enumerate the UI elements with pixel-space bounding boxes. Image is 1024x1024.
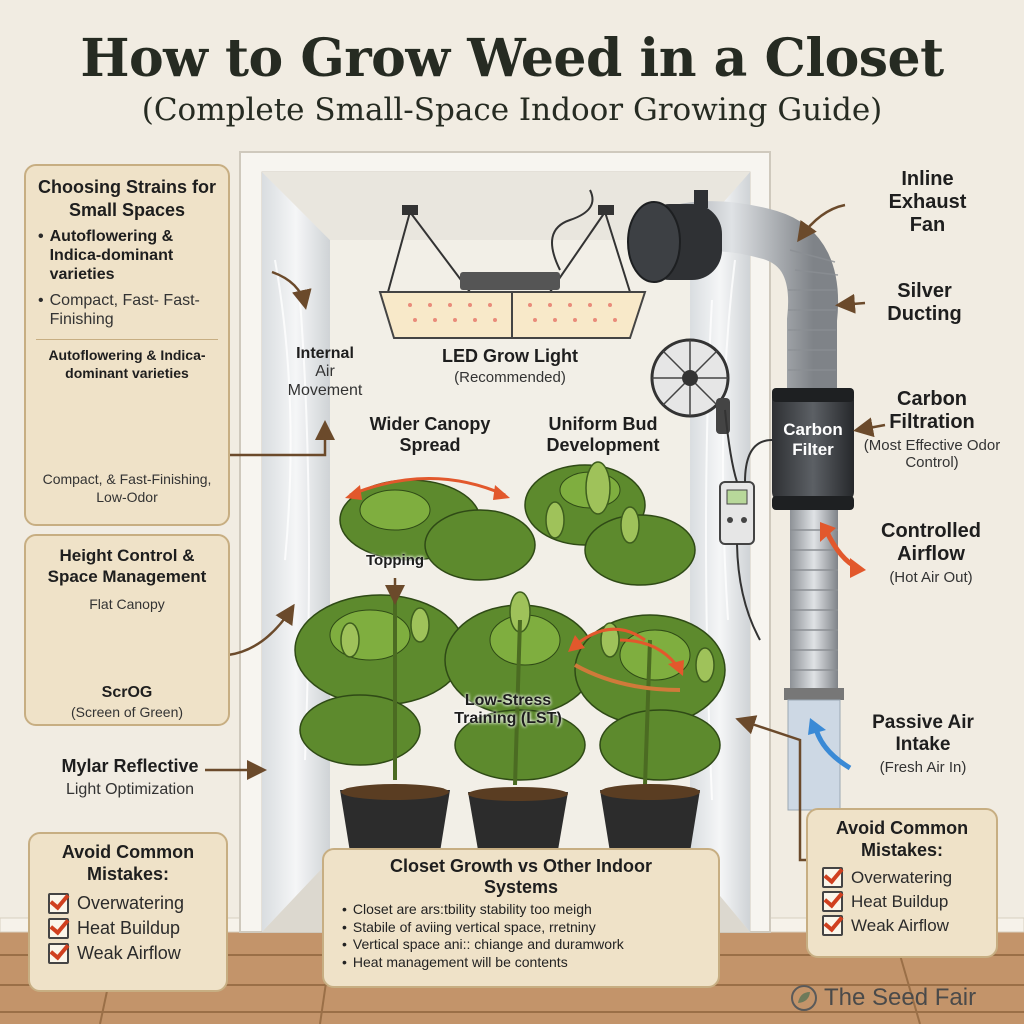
comparison-item: •Closet are ars:tbility stability too me… (342, 901, 592, 918)
airflow-sub: (Hot Air Out) (889, 569, 973, 586)
topping-label: Topping (365, 552, 425, 569)
strains-bullet-1: Autoflowering & Indica-dominant varietie… (49, 228, 174, 284)
check-icon (822, 867, 843, 889)
right-mistake-item: Heat Buildup (822, 891, 982, 913)
airflow-title: Controlled Airflow (881, 520, 981, 565)
page-subtitle: (Complete Small-Space Indoor Growing Gui… (141, 92, 883, 128)
comparison-panel: Closet Growth vs Other Indoor Systems •C… (322, 848, 720, 988)
scrog-label: ScrOG (101, 684, 153, 701)
mylar-title: Mylar Reflective (61, 756, 199, 776)
intake-sub: (Fresh Air In) (879, 758, 967, 776)
leaf-icon (791, 985, 817, 1011)
height-control-title: Height Control & Space Management (47, 546, 207, 587)
right-mistake-item: Weak Airflow (822, 915, 982, 937)
carbon-callout: Carbon Filtration (Most Effective Odor C… (862, 388, 1002, 472)
mylar-callout: Mylar Reflective Light Optimization (30, 756, 230, 799)
carbon-sub: (Most Effective Odor Control) (863, 437, 1001, 472)
intake-callout: Passive Air Intake (Fresh Air In) (858, 712, 988, 776)
check-icon (822, 891, 843, 913)
check-icon (822, 915, 843, 937)
ducting-label: Silver Ducting (887, 280, 962, 325)
check-icon (48, 893, 69, 915)
flat-canopy-label: Flat Canopy (89, 595, 165, 612)
strains-bullets: •Autoflowering & Indica-dominant varieti… (26, 225, 228, 331)
inline-fan-label: Inline Exhaust Fan (888, 168, 967, 236)
scrog-sublabel: (Screen of Green) (70, 704, 184, 720)
lst-label: Low-Stress Training (LST) (454, 692, 562, 728)
comparison-item: •Stabile of aviing vertical space, rretn… (342, 918, 596, 935)
left-mistake-item: Heat Buildup (48, 918, 208, 940)
carbon-title: Carbon Filtration (889, 388, 975, 433)
strains-caption: Compact, & Fast-Finishing, Low-Odor (42, 471, 212, 506)
comparison-item: •Heat management will be contents (342, 953, 568, 970)
height-control-panel: Height Control & Space Management Flat C… (24, 534, 230, 726)
wider-canopy-label: Wider Canopy Spread (369, 414, 491, 455)
led-sub: (Recommended) (454, 368, 566, 386)
carbon-filter-label: Carbon Filter (783, 420, 843, 459)
left-mistake-item: Weak Airflow (48, 943, 208, 965)
uniform-bud-label: Uniform Bud Development (546, 414, 660, 455)
strains-sub-title: Autoflowering & Indica-dominant varietie… (48, 346, 206, 382)
right-mistakes-panel: Avoid Common Mistakes: Overwatering Heat… (806, 808, 998, 958)
strains-title: Choosing Strains for Small Spaces (37, 177, 216, 220)
comparison-item: •Vertical space ani:: chiange and duramw… (342, 936, 624, 953)
internal-air-title: Internal (296, 345, 354, 362)
led-callout: LED Grow Light (Recommended) (420, 346, 600, 386)
brand-name: The Seed Fair (824, 984, 977, 1011)
check-icon (48, 918, 69, 940)
strains-bullet-2: Compact, Fast- Fast-Finishing (49, 291, 200, 328)
brand-logo: The Seed Fair (790, 980, 1020, 1016)
check-icon (48, 943, 69, 965)
airflow-callout: Controlled Airflow (Hot Air Out) (866, 520, 996, 586)
left-mistakes-panel: Avoid Common Mistakes: Overwatering Heat… (28, 832, 228, 992)
comparison-title: Closet Growth vs Other Indoor Systems (389, 856, 653, 897)
internal-air-sub: Air Movement (287, 363, 363, 399)
right-mistake-item: Overwatering (822, 867, 982, 889)
internal-air-callout: Internal Air Movement (280, 345, 370, 400)
intake-title: Passive Air Intake (872, 712, 974, 755)
led-title: LED Grow Light (442, 346, 578, 366)
mylar-sub: Light Optimization (65, 780, 195, 798)
strains-panel: Choosing Strains for Small Spaces •Autof… (24, 164, 230, 526)
left-mistake-item: Overwatering (48, 893, 208, 915)
left-mistakes-title: Avoid Common Mistakes: (61, 842, 195, 884)
right-mistakes-title: Avoid Common Mistakes: (835, 818, 969, 860)
page-title: How to Grow Weed in a Closet (80, 28, 944, 89)
strains-divider (36, 338, 218, 340)
